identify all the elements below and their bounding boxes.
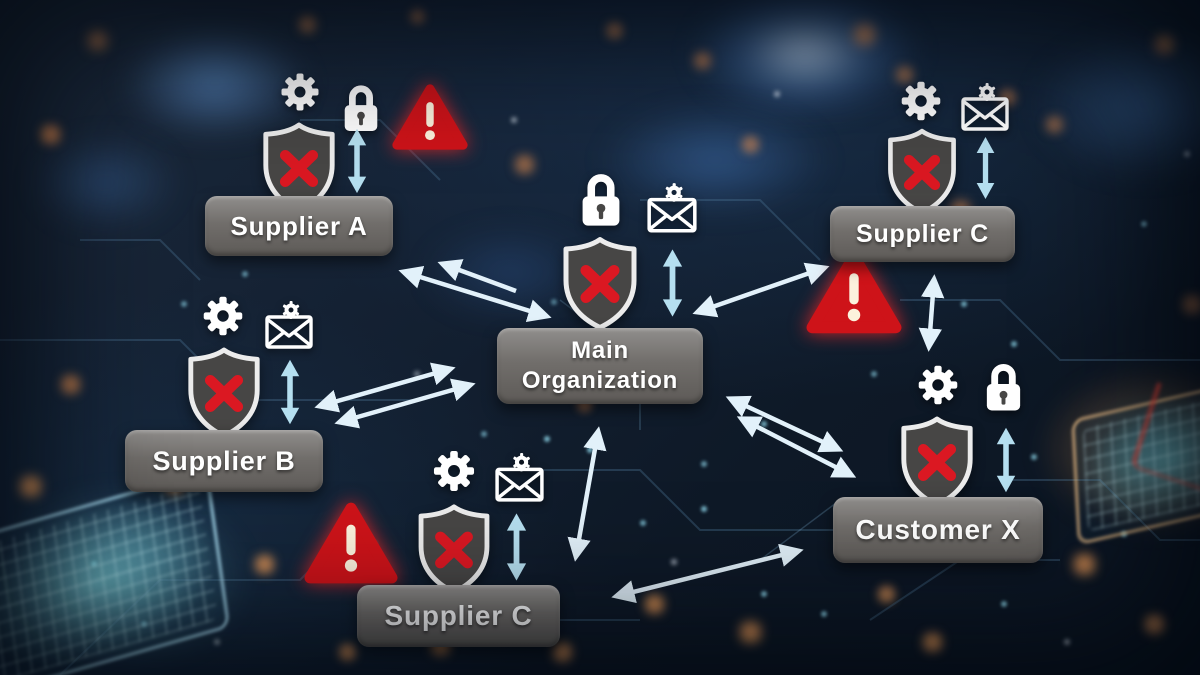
sync-arrows-icon xyxy=(974,136,997,200)
node-plate-customer-x: Customer X xyxy=(833,497,1043,563)
arrow-supplier-b-main xyxy=(314,362,456,413)
arrow-supplier-a-main-2 xyxy=(437,259,517,294)
lock-icon xyxy=(575,168,627,229)
lens-flare xyxy=(120,28,310,138)
broken-shield-icon xyxy=(183,345,265,441)
node-label: Supplier B xyxy=(152,445,296,476)
gear-icon xyxy=(198,291,248,341)
arrow-supplier-c-top-customer-x xyxy=(918,274,945,352)
mail-gear-icon xyxy=(958,82,1012,134)
lens-flare xyxy=(1030,30,1200,180)
node-label: Supplier A xyxy=(230,210,368,241)
gear-icon xyxy=(896,76,946,126)
arrow-supplier-c-bottom-main xyxy=(567,426,607,562)
node-plate-supplier-c-top: Supplier C xyxy=(830,206,1015,262)
gear-icon xyxy=(428,445,480,497)
sync-arrows-icon xyxy=(994,424,1018,496)
node-label: Main Organization xyxy=(521,337,679,394)
arrow-supplier-a-main xyxy=(398,266,552,322)
arrow-supplier-b-main-2 xyxy=(334,378,476,429)
node-plate-supplier-c-bottom: Supplier C xyxy=(357,585,560,647)
mail-gear-icon xyxy=(644,182,700,236)
lens-flare xyxy=(30,135,180,230)
arrow-main-customer-x-2 xyxy=(736,416,857,478)
broken-shield-icon xyxy=(558,234,642,333)
warning-triangle-icon xyxy=(304,500,398,586)
sync-arrows-icon xyxy=(345,128,369,194)
mail-gear-icon xyxy=(492,452,547,505)
mail-gear-icon xyxy=(262,300,316,352)
broken-shield-icon xyxy=(896,414,978,510)
lens-flare xyxy=(690,0,920,115)
sync-arrows-icon xyxy=(660,244,685,322)
gear-icon xyxy=(913,360,963,410)
lens-flare xyxy=(600,105,830,215)
arrow-main-supplier-c-top xyxy=(692,262,830,318)
node-plate-supplier-a: Supplier A xyxy=(205,196,393,256)
node-plate-supplier-b: Supplier B xyxy=(125,430,323,492)
sync-arrows-icon xyxy=(278,356,302,428)
lock-icon xyxy=(338,80,384,134)
lock-icon xyxy=(980,358,1027,414)
node-label: Supplier C xyxy=(855,219,989,248)
broken-shield-icon xyxy=(883,126,961,218)
arrow-supplier-c-bottom-customer-x xyxy=(611,543,804,604)
sync-arrows-icon xyxy=(504,508,529,586)
broken-shield-icon xyxy=(412,502,496,597)
node-label: Customer X xyxy=(855,514,1021,545)
node-plate-main-organization: Main Organization xyxy=(497,328,703,404)
node-label: Supplier C xyxy=(384,600,533,631)
gear-icon xyxy=(276,68,324,116)
warning-triangle-icon xyxy=(392,82,468,152)
